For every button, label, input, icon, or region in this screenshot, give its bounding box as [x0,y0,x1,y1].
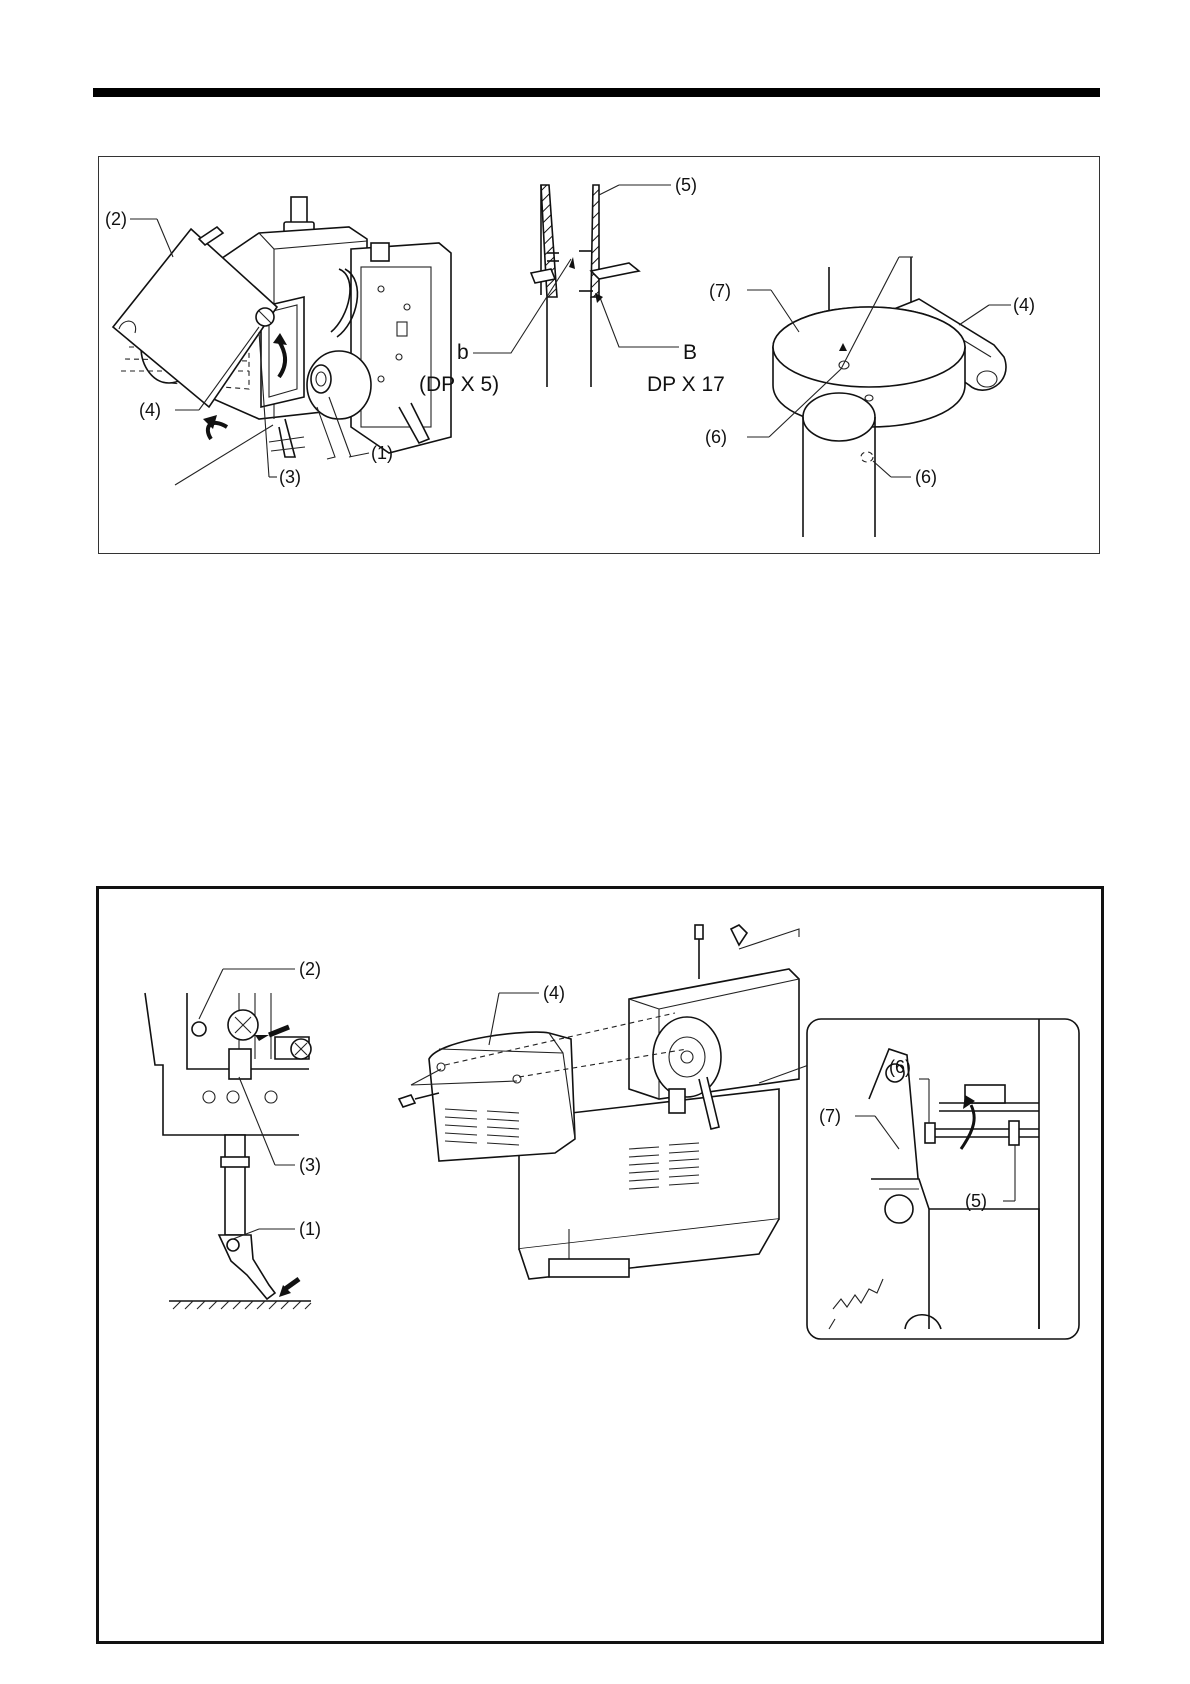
header-rule [93,88,1100,97]
callout-7-detail: (7) [819,1106,841,1126]
callout-6-a: (6) [705,427,727,447]
needle-comparison-illustration [473,185,679,387]
presser-foot-illustration [145,969,311,1309]
callout-4-shaft: (4) [1013,295,1035,315]
needle-type-dpx5: (DP X 5) [419,373,499,396]
cover-removal-illustration [399,925,839,1279]
callout-1: (1) [371,443,393,463]
callout-3: (3) [279,467,301,487]
shaft-collar-illustration [747,257,1011,537]
callout-2: (2) [105,209,127,229]
figure-top-drawing: (2) (4) (3) (1) [99,157,1099,553]
callout-5-detail: (5) [965,1191,987,1211]
callout-1-presser: (1) [299,1219,321,1239]
label-b-upper: B [683,341,697,364]
figure-bottom-drawing: (2) (3) (1) [99,889,1101,1641]
needle-type-dpx17: DP X 17 [647,373,725,396]
machine-head-illustration [113,197,451,485]
label-b-lower: b [457,341,469,364]
callout-5: (5) [675,175,697,195]
figure-bottom-panel: (2) (3) (1) [96,886,1104,1644]
callout-6-detail: (6) [889,1057,911,1077]
detail-inset-illustration [807,1019,1079,1339]
callout-7: (7) [709,281,731,301]
callout-4: (4) [139,400,161,420]
figure-top-panel: (2) (4) (3) (1) [98,156,1100,554]
callout-4-cover: (4) [543,983,565,1003]
callout-3-presser: (3) [299,1155,321,1175]
callout-6-b: (6) [915,467,937,487]
callout-2-presser: (2) [299,959,321,979]
